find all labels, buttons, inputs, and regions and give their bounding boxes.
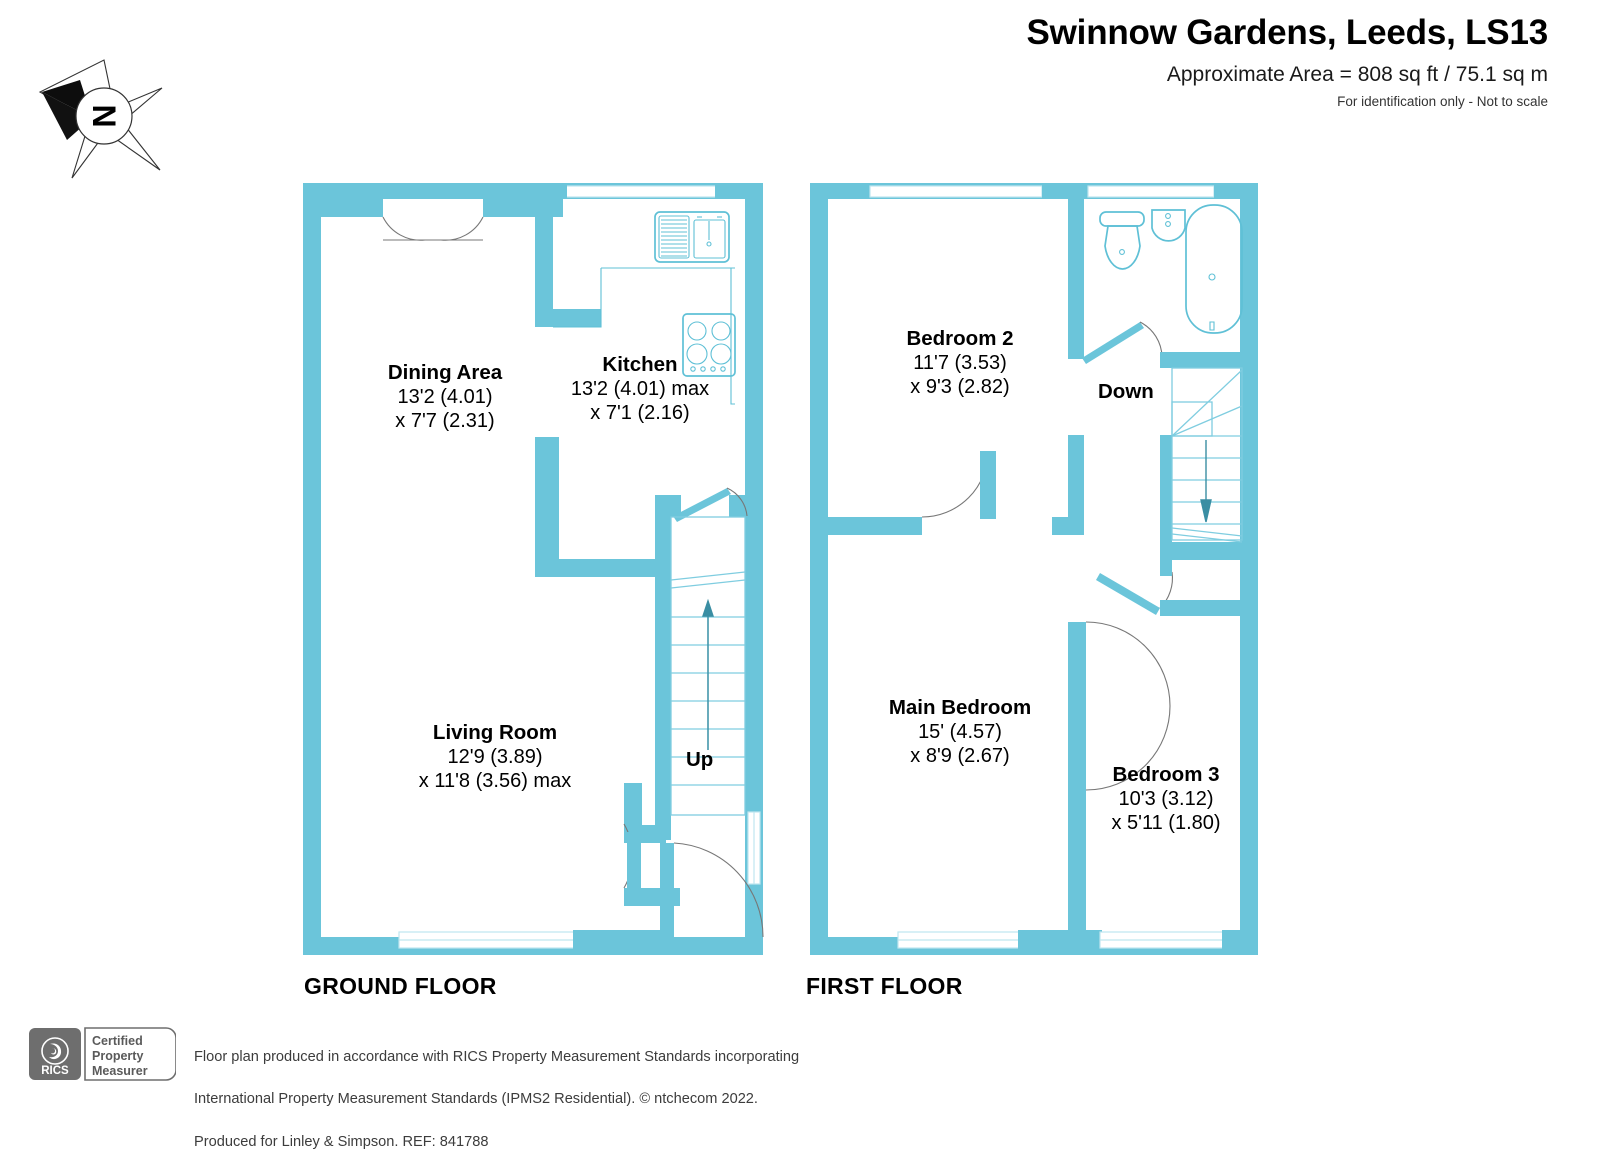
bathtub-icon: [1185, 204, 1243, 334]
badge-line-3: Measurer: [92, 1064, 148, 1078]
room-dimension-1: 13'2 (4.01) max: [570, 378, 710, 400]
room-label-bedroom-2: Bedroom 2 11'7 (3.53) x 9'3 (2.82): [845, 326, 1075, 400]
badge-line-1: Certified: [92, 1034, 143, 1048]
room-dimension-2: x 11'8 (3.56) max: [418, 770, 572, 793]
room-dimension-2: x 7'7 (2.31): [395, 410, 495, 433]
basin-icon: [1151, 209, 1186, 242]
room-dimension-2: x 7'1 (2.16): [590, 402, 690, 425]
room-dimension-1: 10'3 (3.12): [1118, 788, 1214, 810]
room-name: Living Room: [432, 721, 558, 744]
first-floor-plan: [810, 183, 1258, 955]
header: Swinnow Gardens, Leeds, LS13 Approximate…: [1026, 13, 1549, 109]
kitchen-sink-icon: [654, 211, 730, 263]
rics-certified-badge: RICS Certified Property Measurer: [29, 1027, 176, 1081]
room-name: Bedroom 3: [1112, 763, 1220, 786]
room-dimension-2: x 8'9 (2.67): [910, 745, 1010, 768]
room-dimension-2: x 5'11 (1.80): [1111, 812, 1221, 835]
compass-north-label: N: [86, 104, 122, 127]
room-dimension-1: 15' (4.57): [918, 721, 1002, 743]
room-dimension-1: 12'9 (3.89): [447, 746, 543, 768]
page-title: Swinnow Gardens, Leeds, LS13: [1026, 13, 1549, 52]
room-label-bedroom-3: Bedroom 3 10'3 (3.12) x 5'11 (1.80): [1050, 762, 1282, 836]
room-dimension-2: x 9'3 (2.82): [910, 376, 1010, 399]
room-name: Kitchen: [602, 353, 678, 376]
room-name: Main Bedroom: [888, 696, 1032, 719]
first-staircase: [1171, 367, 1243, 543]
room-dimension-1: 11'7 (3.53): [913, 352, 1007, 374]
footer-line-1: Floor plan produced in accordance with R…: [194, 1049, 800, 1066]
footer-line-2: International Property Measurement Stand…: [194, 1091, 758, 1108]
room-name: Bedroom 2: [906, 327, 1014, 350]
footer: RICS Certified Property Measurer Floor p…: [28, 1024, 799, 1174]
stairs-direction-up: Up: [686, 748, 714, 771]
rics-wordmark: RICS: [41, 1065, 69, 1077]
north-arrow-icon: N: [38, 59, 163, 179]
toilet-icon: [1099, 211, 1145, 270]
room-label-dining-area: Dining Area 13'2 (4.01) x 7'7 (2.31): [310, 360, 580, 434]
scale-note: For identification only - Not to scale: [1337, 93, 1548, 109]
approximate-area: Approximate Area = 808 sq ft / 75.1 sq m: [1166, 62, 1548, 86]
floorplan-page: Swinnow Gardens, Leeds, LS13 Approximate…: [29, 13, 1549, 1150]
room-label-living-room: Living Room 12'9 (3.89) x 11'8 (3.56) ma…: [355, 720, 635, 794]
badge-line-2: Property: [92, 1049, 143, 1063]
room-label-kitchen: Kitchen 13'2 (4.01) max x 7'1 (2.16): [520, 352, 760, 426]
floorplan-drawing: .w { fill: #6bc5da; } .fx { fill: none; …: [303, 183, 1258, 955]
bathroom-fixtures: [1099, 204, 1243, 334]
room-label-main-bedroom: Main Bedroom 15' (4.57) x 8'9 (2.67): [830, 695, 1090, 769]
room-dimension-1: 13'2 (4.01): [397, 386, 493, 408]
stairs-direction-down: Down: [1098, 380, 1154, 403]
footer-disclaimer: Floor plan produced in accordance with R…: [194, 1026, 799, 1174]
footer-line-3: Produced for Linley & Simpson. REF: 8417…: [194, 1133, 489, 1150]
floor-caption-first: FIRST FLOOR: [806, 973, 963, 999]
ground-floor-plan: [303, 183, 764, 955]
room-name: Dining Area: [387, 361, 503, 384]
compass-rose: N: [32, 52, 177, 182]
floor-caption-ground: GROUND FLOOR: [304, 973, 497, 999]
